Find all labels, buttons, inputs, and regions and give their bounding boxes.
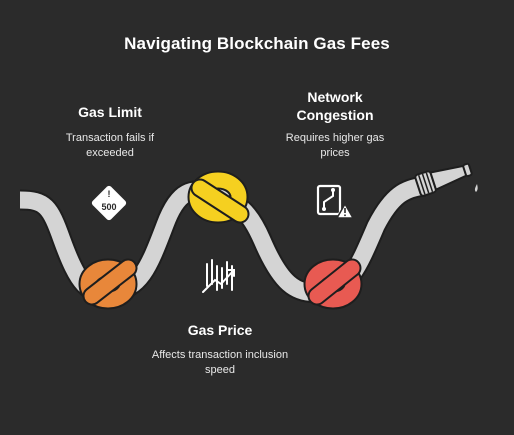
gas-price-description: Affects transaction inclusion speed [151,349,289,376]
warning-sign-number: 500 [101,202,116,212]
diagram-title: Navigating Blockchain Gas Fees [124,34,390,53]
gas-price-label: Gas Price [187,322,253,338]
svg-text:!: ! [108,189,111,199]
hose-nozzle-icon [414,162,478,197]
network-congestion-description: Requires higher gas prices [285,132,385,159]
gas-limit-label: Gas Limit [78,104,142,120]
network-congestion-label: Network Congestion [296,89,374,123]
warning-sign-500-icon: ! 500 [91,185,127,221]
orange-knot [78,258,138,310]
yellow-knot [187,170,250,224]
gas-limit-description: Transaction fails if exceeded [65,132,155,159]
route-warning-icon [316,184,355,219]
red-knot [303,258,363,310]
trending-chart-icon [202,259,235,293]
